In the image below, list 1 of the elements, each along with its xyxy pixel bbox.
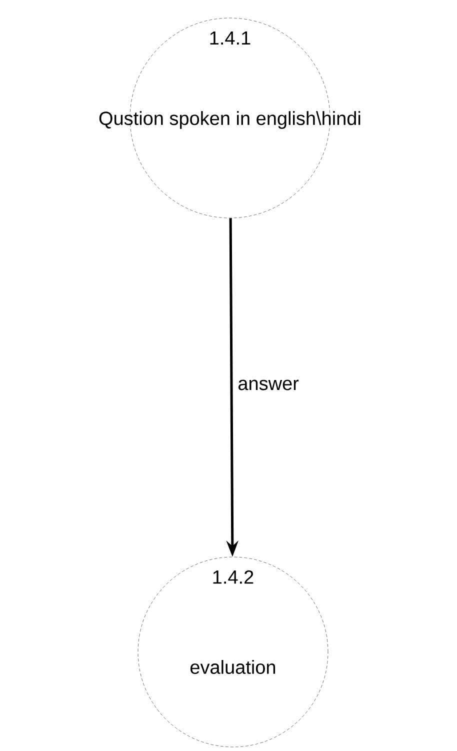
edge-label: answer: [236, 378, 300, 392]
